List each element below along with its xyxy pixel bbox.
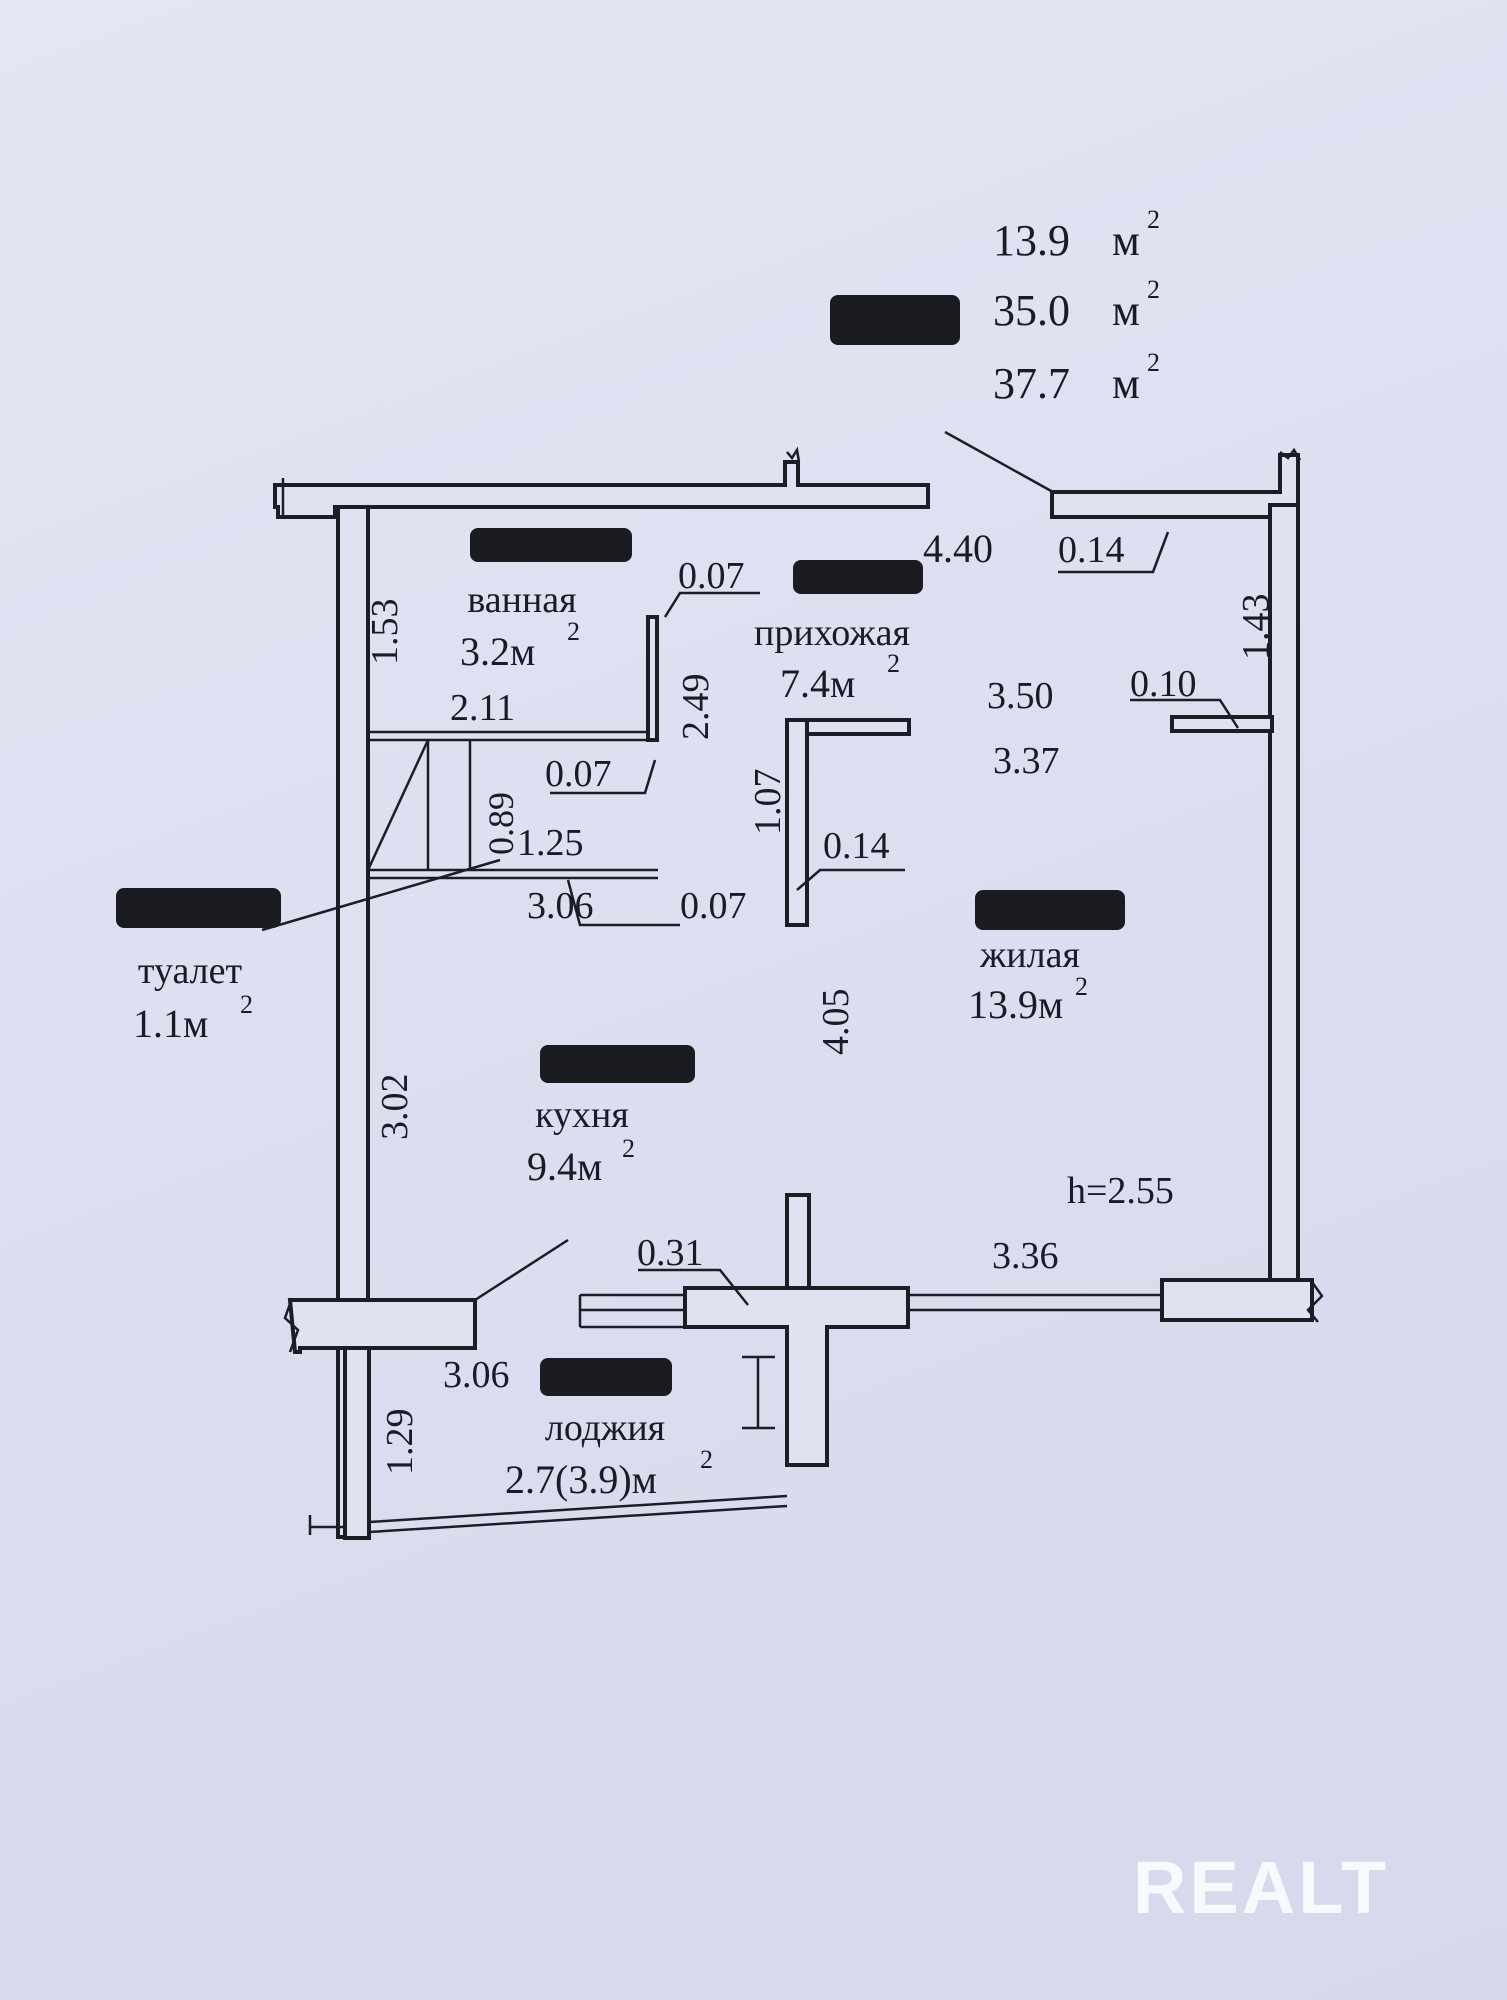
dim-1-25: 1.25 xyxy=(517,822,584,864)
dim-3-06-bottom: 3.06 xyxy=(443,1354,510,1396)
room-toilet-area: 1.1м xyxy=(133,1001,208,1046)
dim-2-11: 2.11 xyxy=(450,687,515,729)
loggia-rail-2 xyxy=(368,1504,788,1534)
height-label: h=2.55 xyxy=(1067,1170,1174,1212)
dim-0-07-low: 0.07 xyxy=(680,885,747,927)
leader-0-07-top xyxy=(663,591,760,618)
area-exp: 2 xyxy=(1075,972,1088,1001)
area-exp: 2 xyxy=(567,617,580,646)
room-bathroom-name: ванная xyxy=(467,579,576,621)
area-exp: 2 xyxy=(622,1134,635,1163)
dim-1-29: 1.29 xyxy=(379,1409,421,1476)
dim-0-14-top: 0.14 xyxy=(1058,529,1125,571)
leader-0-14-mid xyxy=(796,868,905,891)
area-unit: м xyxy=(1112,359,1140,408)
area-exp: 2 xyxy=(1147,275,1160,304)
toilet-diagonal xyxy=(366,739,430,871)
area-total-value: 37.7 xyxy=(993,359,1070,408)
area-exp: 2 xyxy=(1147,348,1160,377)
hall-column xyxy=(785,718,809,927)
room-loggia-name: лоджия xyxy=(545,1407,665,1449)
bottom-wall-right xyxy=(1160,1278,1314,1322)
leader-toilet xyxy=(261,858,501,932)
area-living-value: 13.9 xyxy=(993,216,1070,265)
redaction-block xyxy=(540,1358,672,1396)
dim-3-37: 3.37 xyxy=(993,740,1060,782)
dim-1-07: 1.07 xyxy=(747,769,789,836)
redaction-block xyxy=(470,528,632,562)
redaction-block xyxy=(540,1045,695,1083)
dim-0-14-mid: 0.14 xyxy=(823,825,890,867)
room-loggia-area: 2.7(3.9)м xyxy=(505,1457,657,1502)
redaction-block xyxy=(975,890,1125,930)
right-wall xyxy=(1268,503,1300,1282)
dim-3-50: 3.50 xyxy=(987,675,1054,717)
leader-total-area xyxy=(944,430,1054,494)
wall-break-bottom-right xyxy=(1306,1281,1324,1323)
dim-1-43: 1.43 xyxy=(1235,594,1277,661)
leader-0-31 xyxy=(638,1268,749,1306)
room-kitchen-name: кухня xyxy=(535,1094,629,1136)
dim-0-07-top: 0.07 xyxy=(678,555,745,597)
loggia-rail-1 xyxy=(368,1494,788,1524)
room-hallway-name: прихожая xyxy=(754,612,910,654)
leader-kitchen xyxy=(474,1238,569,1302)
redaction-block xyxy=(116,888,281,928)
room-hallway-area: 7.4м xyxy=(780,661,855,706)
leader-0-07-mid xyxy=(550,759,657,795)
dim-4-05: 4.05 xyxy=(815,989,857,1056)
room-bathroom-area: 3.2м xyxy=(460,629,535,674)
bottom-wall-center xyxy=(683,1286,910,1467)
hall-partition xyxy=(805,718,911,736)
dim-0-89: 0.89 xyxy=(481,792,521,855)
wall-break-top-right xyxy=(1279,447,1302,461)
wall-break-bottom-left xyxy=(283,1297,300,1353)
area-total-living-value: 35.0 xyxy=(993,286,1070,335)
dim-0-31: 0.31 xyxy=(637,1232,704,1274)
dim-2-49: 2.49 xyxy=(675,674,717,741)
top-wall-right xyxy=(1050,453,1300,519)
living-partition xyxy=(1170,715,1274,733)
dim-1-53: 1.53 xyxy=(364,599,406,666)
center-column-top xyxy=(785,1193,811,1290)
redaction-block xyxy=(830,295,960,345)
bottom-wall-left xyxy=(287,1298,477,1354)
dim-3-06-top: 3.06 xyxy=(527,885,594,927)
wall-break-top-mid xyxy=(786,446,801,463)
dim-0-10: 0.10 xyxy=(1130,663,1197,705)
area-exp: 2 xyxy=(700,1445,713,1474)
leader-0-07-low xyxy=(566,879,680,927)
room-kitchen-area: 9.4м xyxy=(527,1144,602,1189)
dim-4-40: 4.40 xyxy=(923,526,993,571)
dim-3-36: 3.36 xyxy=(992,1235,1059,1277)
dim-3-02: 3.02 xyxy=(374,1074,416,1141)
dim-0-07-mid: 0.07 xyxy=(545,753,612,795)
leader-0-10 xyxy=(1130,698,1240,729)
area-unit: м xyxy=(1112,216,1140,265)
redaction-block xyxy=(793,560,923,594)
area-exp: 2 xyxy=(240,990,253,1019)
leader-0-14-top xyxy=(1058,531,1170,574)
loggia-left-wall xyxy=(343,1346,371,1540)
room-living-name: жилая xyxy=(979,934,1080,976)
room-living-area: 13.9м xyxy=(968,982,1063,1027)
room-toilet-name: туалет xyxy=(138,950,243,992)
area-exp: 2 xyxy=(887,649,900,678)
top-wall-left xyxy=(273,460,930,519)
area-unit: м xyxy=(1112,286,1140,335)
realt-watermark-logo: REALT xyxy=(1133,1846,1390,1929)
area-exp: 2 xyxy=(1147,205,1160,234)
bath-partition xyxy=(646,615,659,742)
